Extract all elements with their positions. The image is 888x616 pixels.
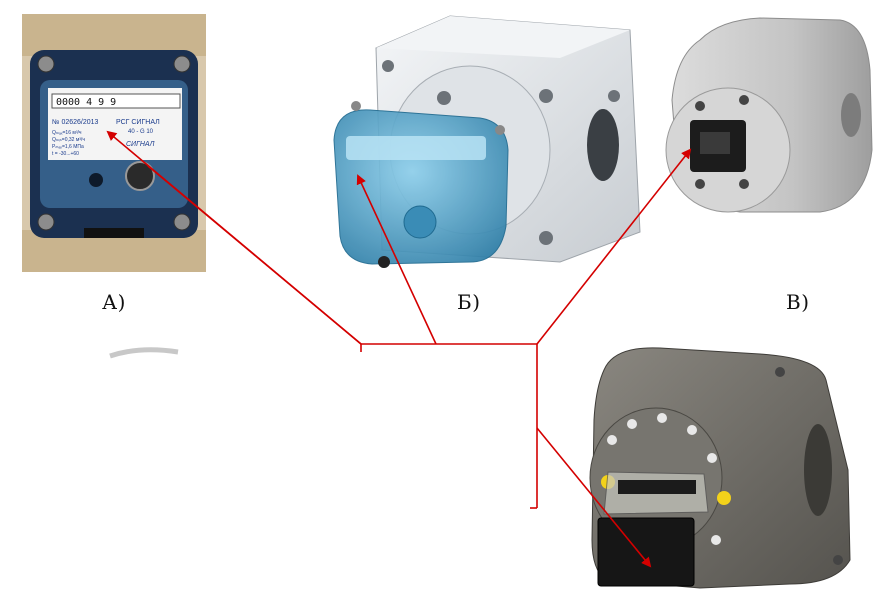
bolt-icon [711, 535, 721, 545]
meter-a-top-flange [22, 14, 206, 56]
bracket [360, 343, 538, 509]
bolt-icon [495, 125, 505, 135]
label-b: Б) [457, 290, 481, 314]
meter-c-flange-opening [841, 93, 861, 137]
bolt-icon [173, 55, 191, 73]
bolt-icon [627, 419, 637, 429]
gas-meter-a: 0000 4 9 9 № 02626/2013 РСГ СИГНАЛ 40 - … [22, 14, 206, 272]
meter-a-port [89, 173, 103, 187]
meter-c-index-window [700, 132, 730, 154]
bolt-icon [739, 95, 749, 105]
bolt-icon [687, 425, 697, 435]
gas-meter-d [589, 347, 851, 589]
meter-a-spec: Pₘₐₓ=1,6 МПа [52, 144, 84, 150]
yellow-plug-icon [717, 491, 731, 505]
pointer-arrow-d [536, 427, 652, 568]
pointer-lines [106, 130, 692, 568]
meter-b-top-face [376, 16, 630, 58]
bolt-icon [657, 413, 667, 423]
bolt-icon [37, 213, 55, 231]
meter-d-index-module [597, 517, 695, 587]
meter-a-counter [51, 93, 181, 109]
pointer-arrow-b [356, 174, 437, 345]
bolt-icon [437, 91, 451, 105]
meter-a-bottom-bar [84, 228, 144, 238]
meter-b-counter-housing [333, 109, 509, 265]
meter-a-spec: Qₘᵢₙ=0,32 м³/ч [52, 137, 85, 143]
bolt-icon [775, 367, 785, 377]
bolt-icon [539, 89, 553, 103]
label-a: А) [102, 290, 126, 314]
meter-b-dial [403, 205, 437, 239]
bolt-icon [739, 179, 749, 189]
meter-d-flange-opening [804, 424, 832, 516]
meter-a-brand: РСГ СИГНАЛ [116, 119, 160, 126]
meter-b-connector [378, 256, 390, 268]
gas-meter-b [333, 15, 641, 268]
bolt-icon [173, 213, 191, 231]
label-v: В) [786, 290, 810, 314]
bolt-icon [382, 60, 394, 72]
meter-a-logo: СИГНАЛ [126, 141, 155, 148]
meter-a-dial [125, 161, 155, 191]
bolt-icon [707, 453, 717, 463]
meter-b-flange-opening [587, 109, 619, 181]
bolt-icon [695, 101, 705, 111]
bolt-icon [37, 55, 55, 73]
bolt-icon [607, 435, 617, 445]
meter-a-serial: № 02626/2013 [52, 119, 99, 126]
meter-d-counter-window [618, 480, 696, 494]
bolt-icon [608, 90, 620, 102]
bolt-icon [833, 555, 843, 565]
meter-a-spec: t = -30...+60 [52, 151, 79, 157]
meter-a-model: 40 - G 10 [128, 129, 154, 135]
bolt-icon [351, 101, 361, 111]
pointer-line-a-secondary [147, 165, 362, 345]
gas-meter-c [665, 17, 873, 213]
meter-a-counter-digits: 0000 4 9 9 [56, 97, 116, 108]
pointer-arrow-c [536, 148, 692, 345]
bolt-icon [695, 179, 705, 189]
meter-b-counter-window [346, 136, 486, 160]
bolt-icon [539, 231, 553, 245]
meter-a-spec: Qₘₐₓ=16 м³/ч [52, 130, 82, 136]
image-fragment [109, 347, 179, 359]
